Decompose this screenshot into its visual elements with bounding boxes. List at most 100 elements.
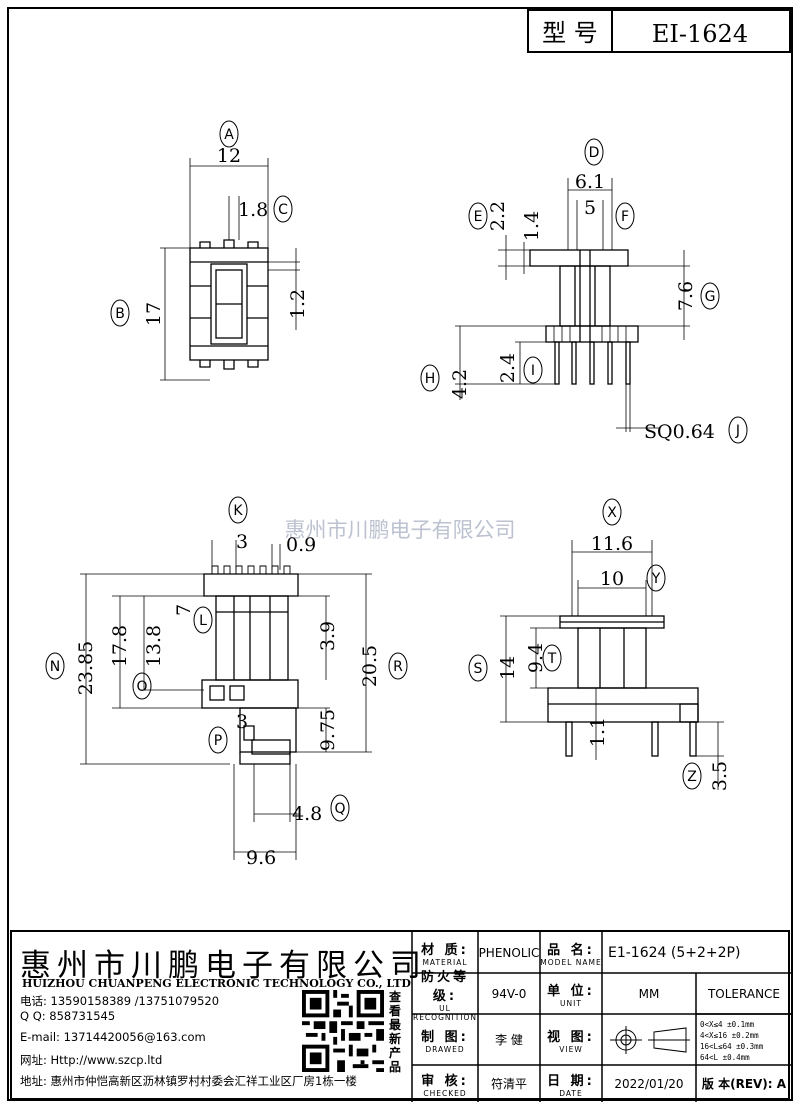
dim-n178-value: 17.8 bbox=[109, 625, 131, 667]
dim-n-value: 23.85 bbox=[75, 641, 97, 695]
page-border bbox=[7, 7, 793, 1101]
svg-text:I: I bbox=[531, 363, 535, 379]
dim-k-value: 3 bbox=[236, 531, 248, 553]
dim-x-value: 11.6 bbox=[591, 533, 633, 555]
svg-text:J: J bbox=[735, 423, 740, 439]
tolerance-line-2: 4<X≤16 ±0.2mm bbox=[700, 1031, 759, 1040]
svg-text:F: F bbox=[621, 209, 629, 225]
callout-p: P bbox=[208, 726, 228, 754]
company-name-en: HUIZHOU CHUANPENG ELECTRONIC TECHNOLOGY … bbox=[22, 977, 411, 990]
dim-m-value: 9.75 bbox=[317, 709, 339, 751]
view-bottom-left bbox=[80, 540, 372, 860]
model-value: EI-1624 bbox=[652, 20, 748, 48]
callout-c: C bbox=[273, 195, 293, 223]
dim-e14-value: 1.4 bbox=[521, 211, 543, 241]
date-value: 2022/01/20 bbox=[614, 1076, 684, 1091]
callout-b: B bbox=[110, 299, 130, 327]
svg-text:G: G bbox=[705, 289, 716, 305]
watermark-text: 惠州市川鹏电子有限公司 bbox=[285, 518, 516, 542]
dim-z-value: 3.5 bbox=[709, 761, 731, 791]
svg-text:O: O bbox=[136, 679, 147, 695]
date-label: 日 期:DATE bbox=[547, 1073, 595, 1098]
title-block: 惠州市川鹏电子有限公司 HUIZHOU CHUANPENG ELECTRONIC… bbox=[10, 930, 792, 1102]
dim-a-value: 12 bbox=[217, 145, 241, 167]
svg-text:S: S bbox=[474, 661, 483, 677]
svg-text:T: T bbox=[547, 651, 557, 667]
svg-text:Y: Y bbox=[651, 571, 661, 587]
qq-text: Q Q: 858731545 bbox=[20, 1009, 116, 1023]
dim-t-value: 9.4 bbox=[525, 643, 547, 673]
fire-rating-value: 94V-0 bbox=[491, 986, 527, 1001]
callout-y: Y bbox=[646, 564, 666, 592]
view-top-right bbox=[455, 178, 690, 432]
material-label: 材 质:MATERIAL bbox=[421, 942, 469, 967]
dim-q96-value: 9.6 bbox=[246, 847, 276, 869]
dim-s-value: 14 bbox=[497, 656, 519, 680]
product-value: E1-1624 (5+2+2P) bbox=[608, 944, 741, 961]
dim-k09-value: 0.9 bbox=[286, 534, 316, 556]
unit-value: MM bbox=[638, 986, 660, 1001]
dim-y-value: 10 bbox=[600, 568, 624, 590]
dim-q-value: 4.8 bbox=[292, 803, 322, 825]
model-header: 型 号 EI-1624 bbox=[527, 9, 791, 53]
qr-code-icon bbox=[302, 990, 384, 1072]
dim-o-value: 13.8 bbox=[143, 625, 165, 667]
callout-j: J bbox=[728, 416, 748, 444]
dim-l39-value: 3.9 bbox=[317, 621, 339, 651]
website-text: 网址: Http://www.szcp.ltd bbox=[20, 1053, 163, 1067]
revision-label: 版 本(REV): A bbox=[701, 1077, 787, 1091]
dim-f-value: 5 bbox=[584, 197, 596, 219]
svg-text:L: L bbox=[199, 613, 207, 629]
svg-text:Z: Z bbox=[687, 769, 697, 785]
callout-q: Q bbox=[330, 794, 350, 822]
callout-e: E bbox=[468, 202, 488, 230]
callout-a: A bbox=[219, 120, 239, 148]
callout-z: Z bbox=[682, 762, 702, 790]
callout-g: G bbox=[700, 282, 720, 310]
title-grid bbox=[411, 932, 792, 1102]
dim-c-value: 1.8 bbox=[238, 199, 268, 221]
view-label: 视 图:VIEW bbox=[547, 1029, 595, 1054]
callout-t: T bbox=[542, 644, 562, 672]
svg-text:A: A bbox=[224, 127, 234, 143]
svg-text:K: K bbox=[233, 503, 243, 519]
dim-l-value: 7 bbox=[173, 604, 195, 616]
svg-text:C: C bbox=[278, 202, 288, 218]
unit-label: 单 位:UNIT bbox=[547, 983, 595, 1008]
callout-r: R bbox=[388, 652, 408, 680]
dim-p-value: 3 bbox=[236, 711, 248, 733]
dim-b-value: 17 bbox=[143, 302, 165, 326]
tolerance-line-3: 16<L≤64 ±0.3mm bbox=[700, 1042, 764, 1051]
dim-g-value: 7.6 bbox=[675, 281, 697, 311]
callout-i: I bbox=[523, 356, 543, 384]
model-label: 型 号 bbox=[542, 19, 598, 47]
svg-text:E: E bbox=[474, 209, 483, 225]
svg-text:N: N bbox=[50, 659, 60, 675]
drawn-label: 制 图:DRAWED bbox=[421, 1029, 469, 1054]
callout-n: N bbox=[45, 652, 65, 680]
svg-text:R: R bbox=[393, 659, 403, 675]
dim-t11-value: 1.1 bbox=[587, 717, 609, 747]
qr-caption: 查看最新产品 bbox=[389, 990, 402, 1074]
phone-text: 电话: 13590158389 /13751079520 bbox=[20, 994, 220, 1008]
address-text: 地址: 惠州市仲恺高新区沥林镇罗村村委会汇祥工业区厂房1栋一楼 bbox=[20, 1074, 357, 1088]
svg-text:D: D bbox=[589, 145, 600, 161]
dim-h-value: 4.2 bbox=[449, 369, 471, 399]
dim-i-value: 2.4 bbox=[497, 353, 519, 383]
svg-text:P: P bbox=[214, 733, 222, 749]
tolerance-label: TOLERANCE bbox=[707, 986, 781, 1001]
company-name-cn: 惠州市川鹏电子有限公司 bbox=[20, 948, 427, 984]
svg-text:B: B bbox=[115, 306, 125, 322]
checked-label: 审 核:CHECKED bbox=[421, 1073, 469, 1098]
product-label: 品 名:MODEL NAME bbox=[540, 942, 602, 967]
material-value: PHENOLIC bbox=[478, 945, 540, 960]
svg-text:X: X bbox=[607, 505, 617, 521]
callout-d: D bbox=[584, 138, 604, 166]
projection-symbol-icon bbox=[610, 1026, 690, 1054]
dim-c12-value: 1.2 bbox=[287, 289, 309, 319]
callout-h: H bbox=[420, 364, 440, 392]
view-bottom-right bbox=[500, 540, 724, 790]
svg-text:Q: Q bbox=[334, 801, 345, 817]
view-top-left bbox=[160, 158, 300, 381]
